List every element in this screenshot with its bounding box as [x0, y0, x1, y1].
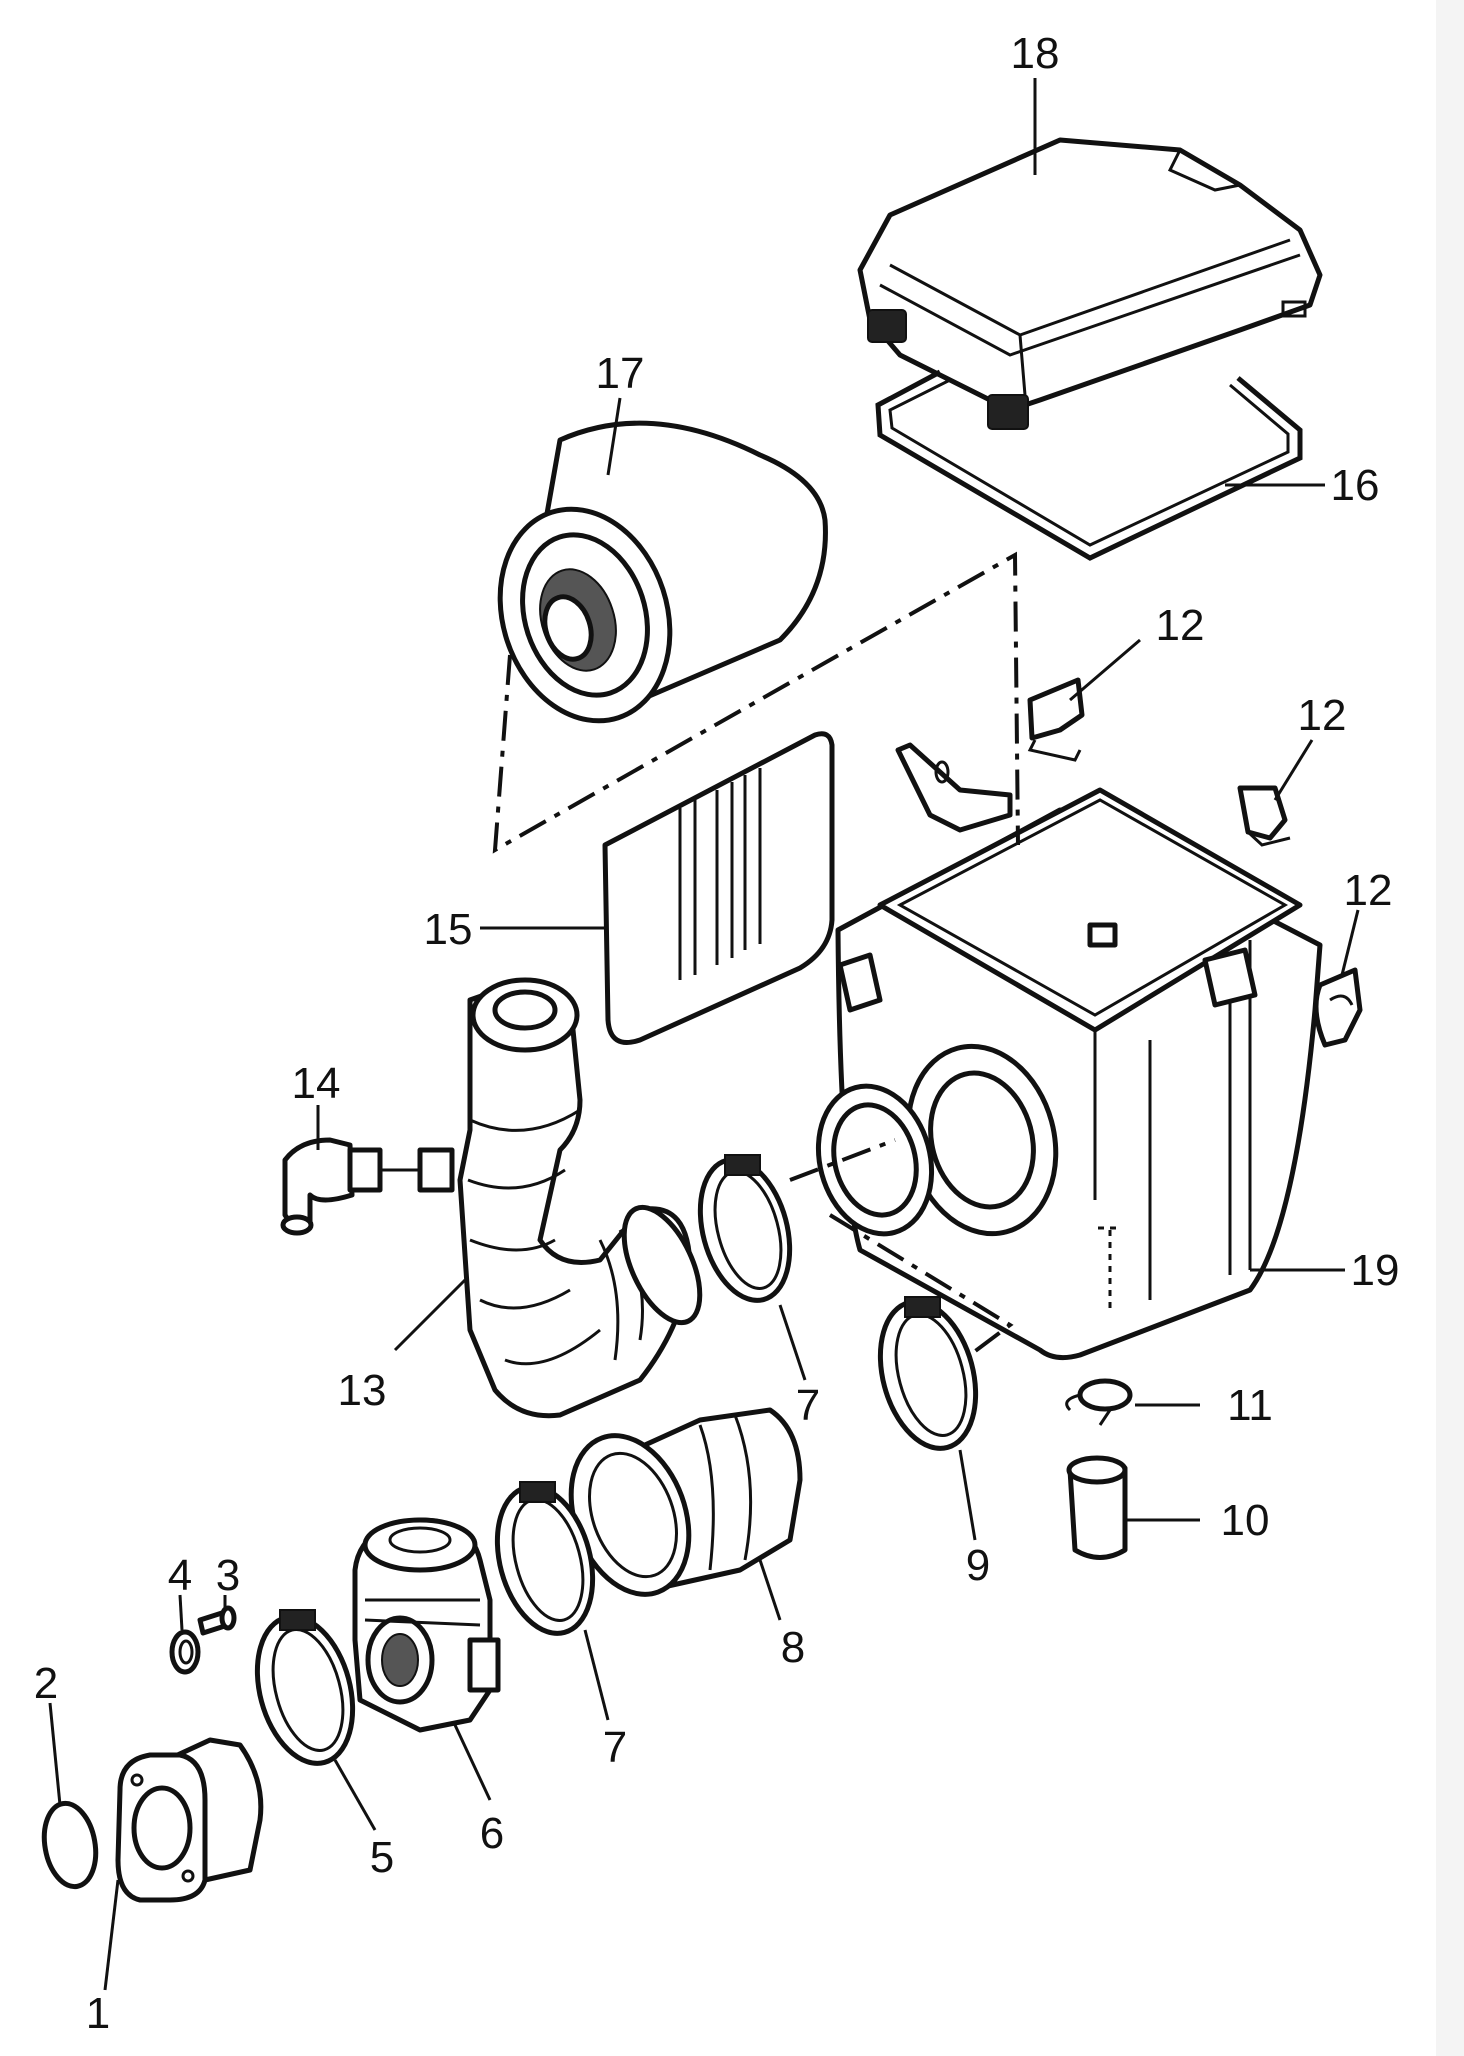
- callout-15: 15: [424, 905, 473, 954]
- callout-18: 18: [1011, 29, 1060, 78]
- part-12-clip-upper: [1027, 677, 1085, 762]
- callout-11: 11: [1227, 1381, 1273, 1430]
- part-3-screw: [197, 1605, 237, 1636]
- callout-7-upper: 7: [796, 1381, 820, 1430]
- callout-7-lower: 7: [603, 1723, 627, 1772]
- part-2-o-ring: [41, 1800, 99, 1890]
- leader-lines: [48, 78, 1360, 1991]
- callout-17: 17: [596, 349, 645, 398]
- part-18-airbox-cover: [857, 137, 1323, 430]
- callout-12-upper: 12: [1156, 601, 1205, 650]
- scan-edge-strip: [1436, 0, 1464, 2056]
- callout-1: 1: [86, 1989, 110, 2038]
- callout-5: 5: [370, 1833, 394, 1882]
- callout-12-lower: 12: [1344, 866, 1393, 915]
- callout-19: 19: [1351, 1246, 1400, 1295]
- part-16-gasket: [875, 369, 1303, 561]
- callout-10: 10: [1221, 1496, 1270, 1545]
- part-19-airbox-body: [815, 742, 1323, 1361]
- callout-4: 4: [168, 1551, 192, 1600]
- part-8-rubber-connector: [568, 1407, 803, 1597]
- part-10-drain-cap: [1066, 1455, 1128, 1560]
- part-7-hose-clamp-lower: [494, 1481, 596, 1636]
- part-14-elbow-fitting: [280, 1137, 420, 1236]
- callout-9: 9: [966, 1541, 990, 1590]
- alignment-lines: [492, 551, 1020, 1357]
- part-4-washer: [169, 1629, 201, 1675]
- callout-8: 8: [781, 1623, 805, 1672]
- callout-6: 6: [480, 1809, 504, 1858]
- part-5-hose-clamp: [254, 1609, 356, 1766]
- callout-16: 16: [1331, 461, 1380, 510]
- callout-12-middle: 12: [1298, 691, 1347, 740]
- callout-14: 14: [292, 1059, 341, 1108]
- part-11-clip: [1065, 1378, 1133, 1426]
- part-1-intake-manifold: [115, 1737, 264, 1903]
- part-17-air-filter: [497, 420, 828, 724]
- callout-13: 13: [338, 1366, 387, 1415]
- part-12-clip-lower: [1313, 967, 1363, 1048]
- part-15-screen-plate: [602, 731, 835, 1045]
- part-9-hose-clamp: [877, 1296, 979, 1451]
- callout-2: 2: [34, 1659, 58, 1708]
- callout-3: 3: [216, 1551, 240, 1600]
- part-6-carburetor: [352, 1517, 501, 1733]
- part-13-intake-duct: [417, 977, 703, 1419]
- part-12-clip-middle: [1237, 785, 1291, 847]
- part-7-hose-clamp-upper: [697, 1154, 793, 1303]
- callout-labels: 18 16 17 12 12 12 15 14 19 13 7 11 10 9 …: [34, 29, 1400, 2038]
